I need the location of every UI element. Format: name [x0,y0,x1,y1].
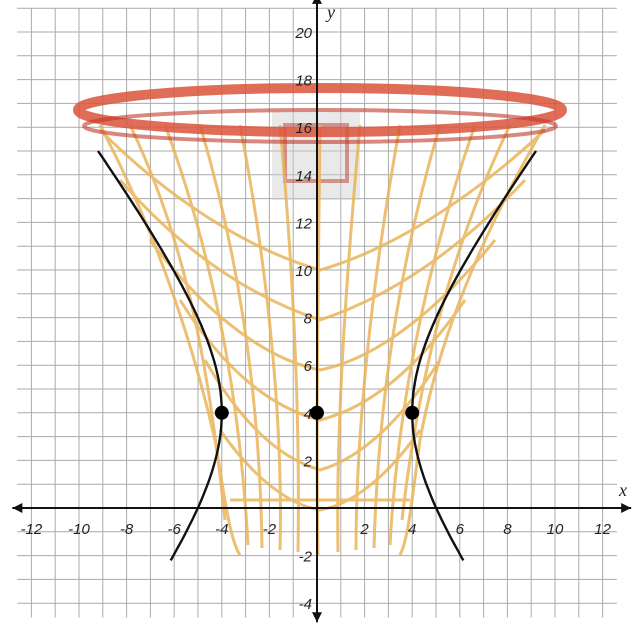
point-marker [405,405,420,420]
y-tick-label: 10 [295,263,312,280]
x-tick-label: 12 [594,521,611,538]
net-image [98,124,547,556]
x-axis-arrow-left [12,503,23,513]
x-tick-label: 4 [408,521,416,538]
x-tick-label: -6 [168,521,182,538]
y-axis-arrow-down [312,612,322,623]
y-axis-label: y [325,2,335,22]
x-tick-label: 6 [456,521,465,538]
point-marker [214,405,229,420]
x-axis-arrow-right [621,503,632,513]
y-tick-label: 4 [304,406,312,423]
point-marker [310,405,324,420]
y-tick-label: -4 [299,596,312,613]
y-tick-label: 18 [295,73,312,90]
x-tick-label: 2 [359,521,369,538]
y-tick-label: 6 [304,358,313,375]
y-tick-label: 12 [295,215,312,232]
hyperbola-left-branch [97,150,224,561]
y-tick-label: 8 [304,311,313,328]
y-axis-arrow-up [312,0,322,4]
x-tick-label: 8 [503,521,512,538]
y-tick-label: -2 [299,549,313,566]
points [214,405,420,420]
rim-image [73,83,567,144]
axes [12,0,632,623]
x-axis-label: x [618,480,627,500]
x-tick-label: -8 [120,521,134,538]
y-tick-label: 14 [295,168,312,185]
x-tick-label: 10 [547,521,564,538]
x-tick-label: -12 [21,521,43,538]
y-tick-label: 16 [295,120,312,137]
hyperbola-right-branch [410,150,537,561]
tick-labels: -12 -10 -8 -6 -4 -2 2 4 6 8 10 12 -4 -2 2 4 6 8 10 12 14 16 18… [21,25,612,613]
y-tick-label: 2 [303,453,313,470]
x-tick-label: -10 [68,521,90,538]
y-tick-label: 20 [294,25,312,42]
x-tick-label: -2 [263,521,277,538]
x-tick-label: -4 [215,521,228,538]
